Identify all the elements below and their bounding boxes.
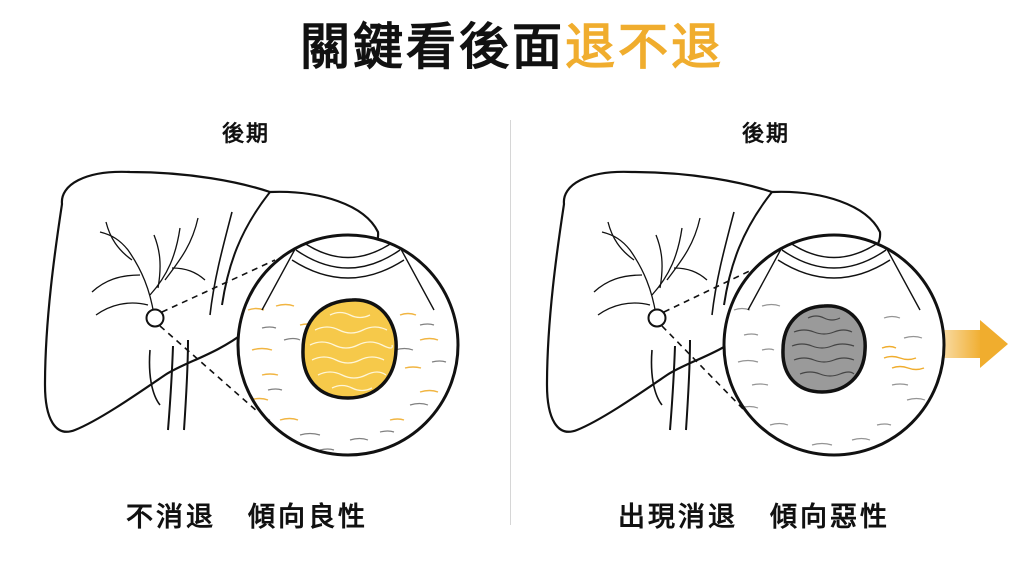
vessel-tree [91, 217, 206, 316]
lesion-marker [145, 308, 165, 328]
phase-label: 後期 [742, 122, 791, 147]
page-title: 關鍵看後面退不退 [0, 12, 1024, 82]
liver-ultrasound-illustration [545, 170, 1008, 457]
caption-observation: 不消退 [126, 502, 216, 533]
lesion-marker [647, 308, 667, 328]
caption: 出現消退 傾向惡性 [618, 495, 890, 534]
ultrasound-texture [247, 239, 447, 451]
tumor-malignant [781, 304, 867, 394]
panel-malignant: 後期 [512, 100, 1024, 550]
ultrasound-texture [733, 239, 926, 446]
caption-conclusion: 傾向良性 [248, 502, 368, 533]
center-divider [510, 120, 511, 525]
title-highlight: 退不退 [565, 18, 724, 76]
vessel-tree [593, 217, 708, 316]
title-main: 關鍵看後面 [300, 18, 565, 76]
caption-conclusion: 傾向惡性 [770, 502, 890, 533]
caption: 不消退 傾向良性 [126, 495, 368, 534]
liver-ultrasound-illustration [43, 170, 460, 457]
tumor-benign [301, 298, 398, 400]
caption-observation: 出現消退 [618, 502, 738, 533]
panel-benign: 後期 [0, 100, 512, 550]
phase-label: 後期 [222, 122, 271, 147]
